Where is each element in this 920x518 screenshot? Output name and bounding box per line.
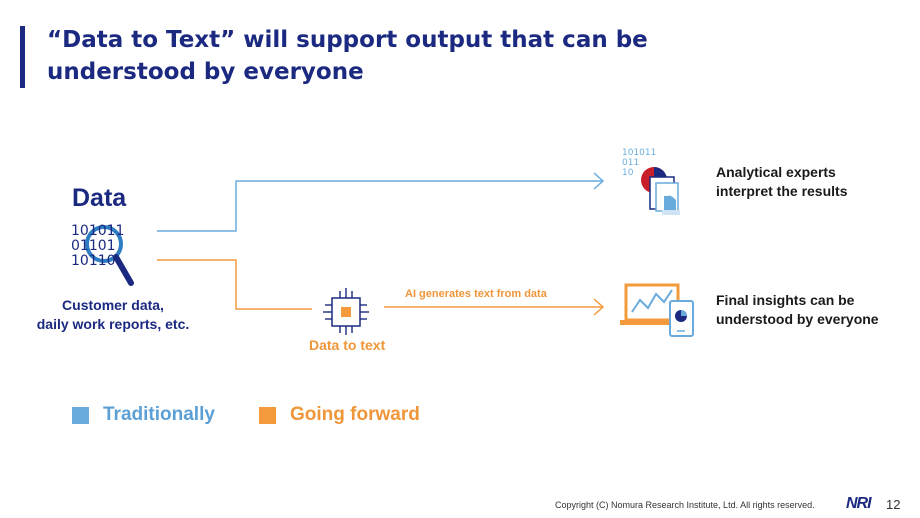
forward-connector-to-ai	[157, 259, 312, 310]
legend-swatch-orange	[259, 406, 276, 424]
title-accent-bar	[20, 26, 25, 88]
binary-line: 101011	[71, 223, 125, 239]
slide-title: “Data to Text” will support output that …	[47, 24, 687, 88]
insights-label-line-2: understood by everyone	[716, 311, 879, 327]
data-to-text-label: Data to text	[309, 337, 386, 353]
binary-line: 011	[622, 158, 640, 168]
data-heading: Data	[72, 184, 127, 212]
ai-chip-icon	[323, 288, 369, 335]
experts-binary-text: 101011 011 10	[622, 148, 656, 178]
page-number: 12	[886, 497, 901, 512]
data-caption-line-1: Customer data,	[62, 297, 164, 313]
laptop-tablet-chart-icon	[620, 283, 694, 337]
analyst-report-icon	[641, 167, 680, 215]
data-caption-line-2: daily work reports, etc.	[36, 316, 190, 332]
data-caption: Customer data, daily work reports, etc.	[18, 296, 208, 334]
ai-arrow-label: AI generates text from data	[405, 288, 547, 300]
binary-line: 01101	[71, 238, 116, 254]
experts-label-line-2: interpret the results	[716, 183, 848, 199]
legend-label-traditionally: Traditionally	[103, 404, 215, 425]
legend-going-forward: Going forward	[259, 404, 420, 426]
binary-line: 10	[622, 168, 634, 178]
experts-label-line-1: Analytical experts	[716, 164, 836, 180]
legend-swatch-blue	[72, 406, 89, 424]
traditional-arrowhead	[593, 172, 605, 190]
data-binary-text: 101011 01101 10110	[71, 224, 124, 269]
magnifier-icon	[85, 225, 134, 286]
binary-line: 101011	[622, 148, 657, 158]
insights-label: Final insights can be understood by ever…	[716, 291, 879, 329]
copyright-text: Copyright (C) Nomura Research Institute,…	[555, 500, 815, 510]
insights-label-line-1: Final insights can be	[716, 292, 855, 308]
legend-label-going-forward: Going forward	[290, 404, 420, 425]
slide-title-line-1: “Data to Text” will support output that …	[47, 27, 648, 53]
experts-label: Analytical experts interpret the results	[716, 163, 847, 201]
nri-logo: NRI	[846, 495, 872, 512]
traditional-connector	[157, 180, 602, 232]
slide-title-line-2: understood by everyone	[47, 59, 364, 85]
binary-line: 10110	[71, 253, 116, 269]
forward-arrowhead	[593, 298, 605, 316]
legend-traditionally: Traditionally	[72, 404, 215, 426]
